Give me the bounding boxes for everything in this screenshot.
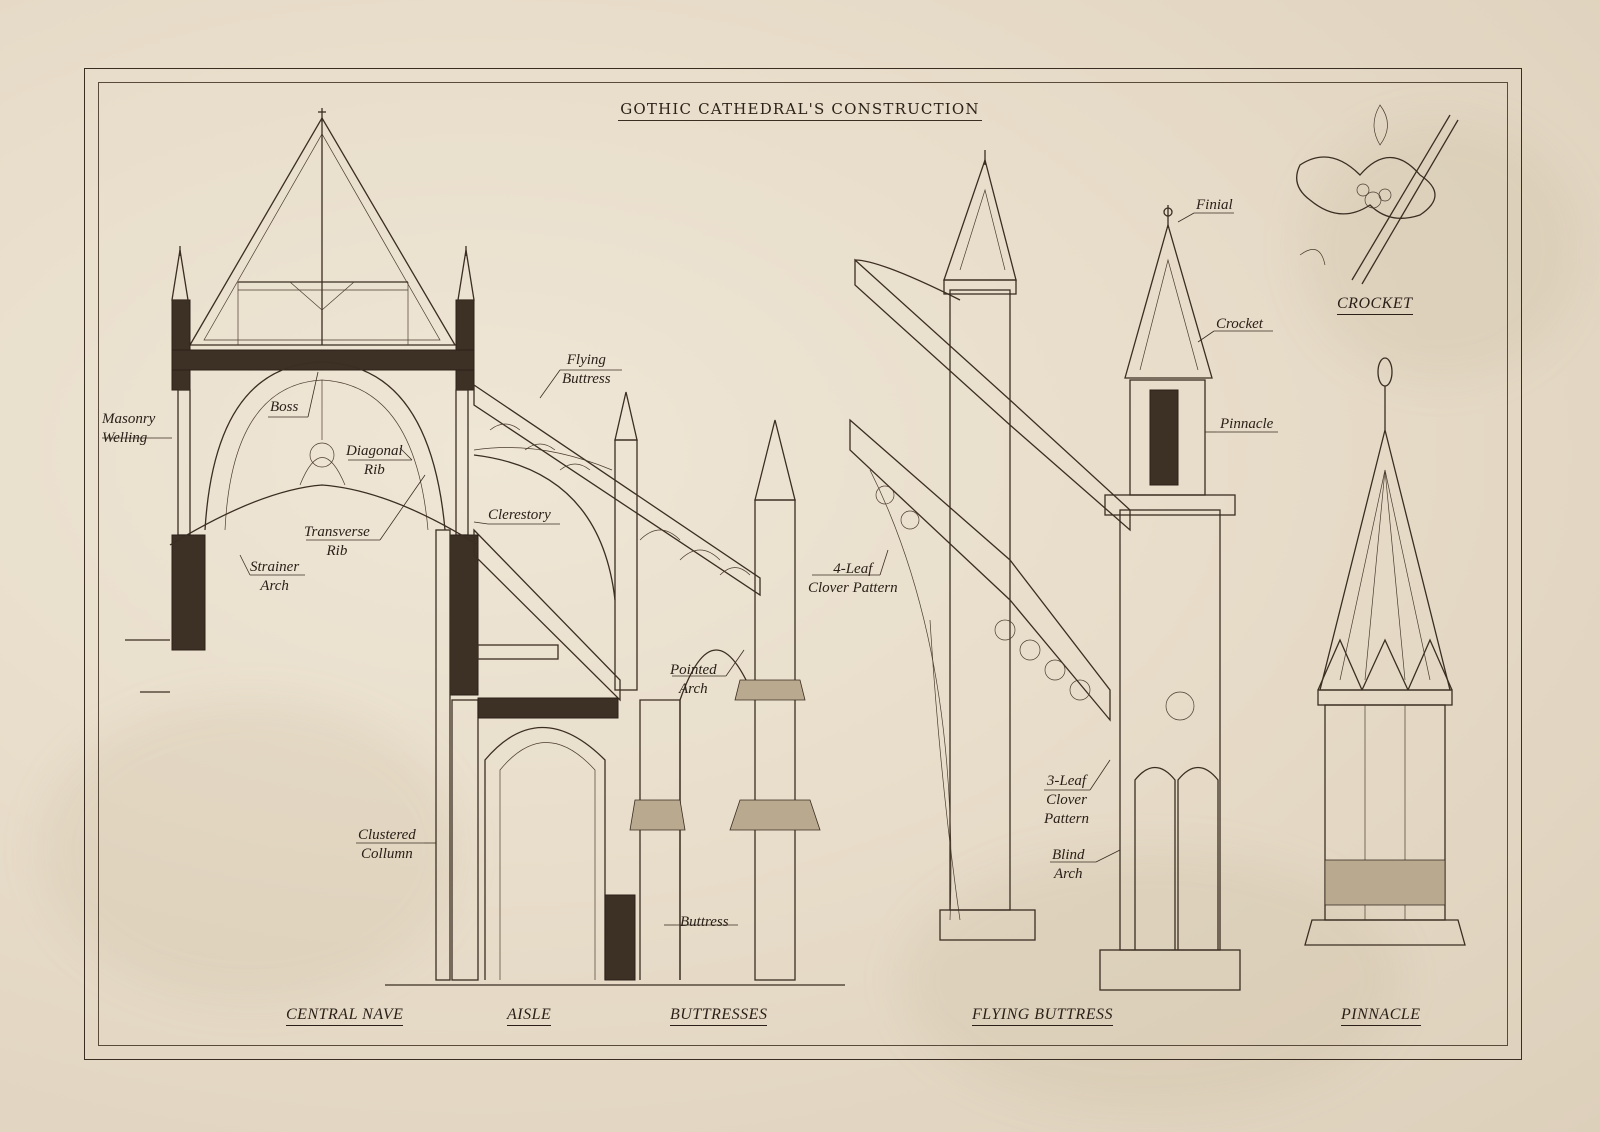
nave-pinnacles (171, 246, 475, 301)
section-flying-buttress: FLYING BUTTRESS (972, 1006, 1113, 1026)
label-buttress: Buttress (680, 914, 729, 930)
inner-frame (98, 82, 1508, 1046)
flying-buttress-detail (849, 150, 1131, 941)
pinnacle-drawing (1304, 357, 1466, 946)
outer-frame (84, 68, 1522, 1060)
crocket-drawing (1296, 104, 1459, 285)
aisle-arches (489, 423, 751, 576)
section-buttresses: BUTTRESSES (670, 1006, 768, 1026)
aisle-structure (473, 383, 761, 981)
section-crocket: CROCKET (1337, 295, 1413, 315)
nave-roof-truss (188, 108, 457, 346)
section-aisle: AISLE (507, 1006, 552, 1026)
section-central-nave: CENTRAL NAVE (286, 1006, 404, 1026)
label-finial: Finial (1196, 197, 1233, 213)
label-pinnacle: Pinnacle (1220, 416, 1274, 432)
buttress-towers (614, 391, 821, 981)
label-boss: Boss (270, 399, 299, 415)
nave-vault (169, 361, 479, 546)
label-crocket: Crocket (1216, 316, 1263, 332)
flying-buttress-pinnacle (1099, 205, 1241, 991)
nave-walls (171, 299, 479, 981)
page-title: GOTHIC CATHEDRAL'S CONSTRUCTION (0, 100, 1600, 121)
section-pinnacle: PINNACLE (1341, 1006, 1421, 1026)
label-clerestory: Clerestory (488, 507, 551, 523)
